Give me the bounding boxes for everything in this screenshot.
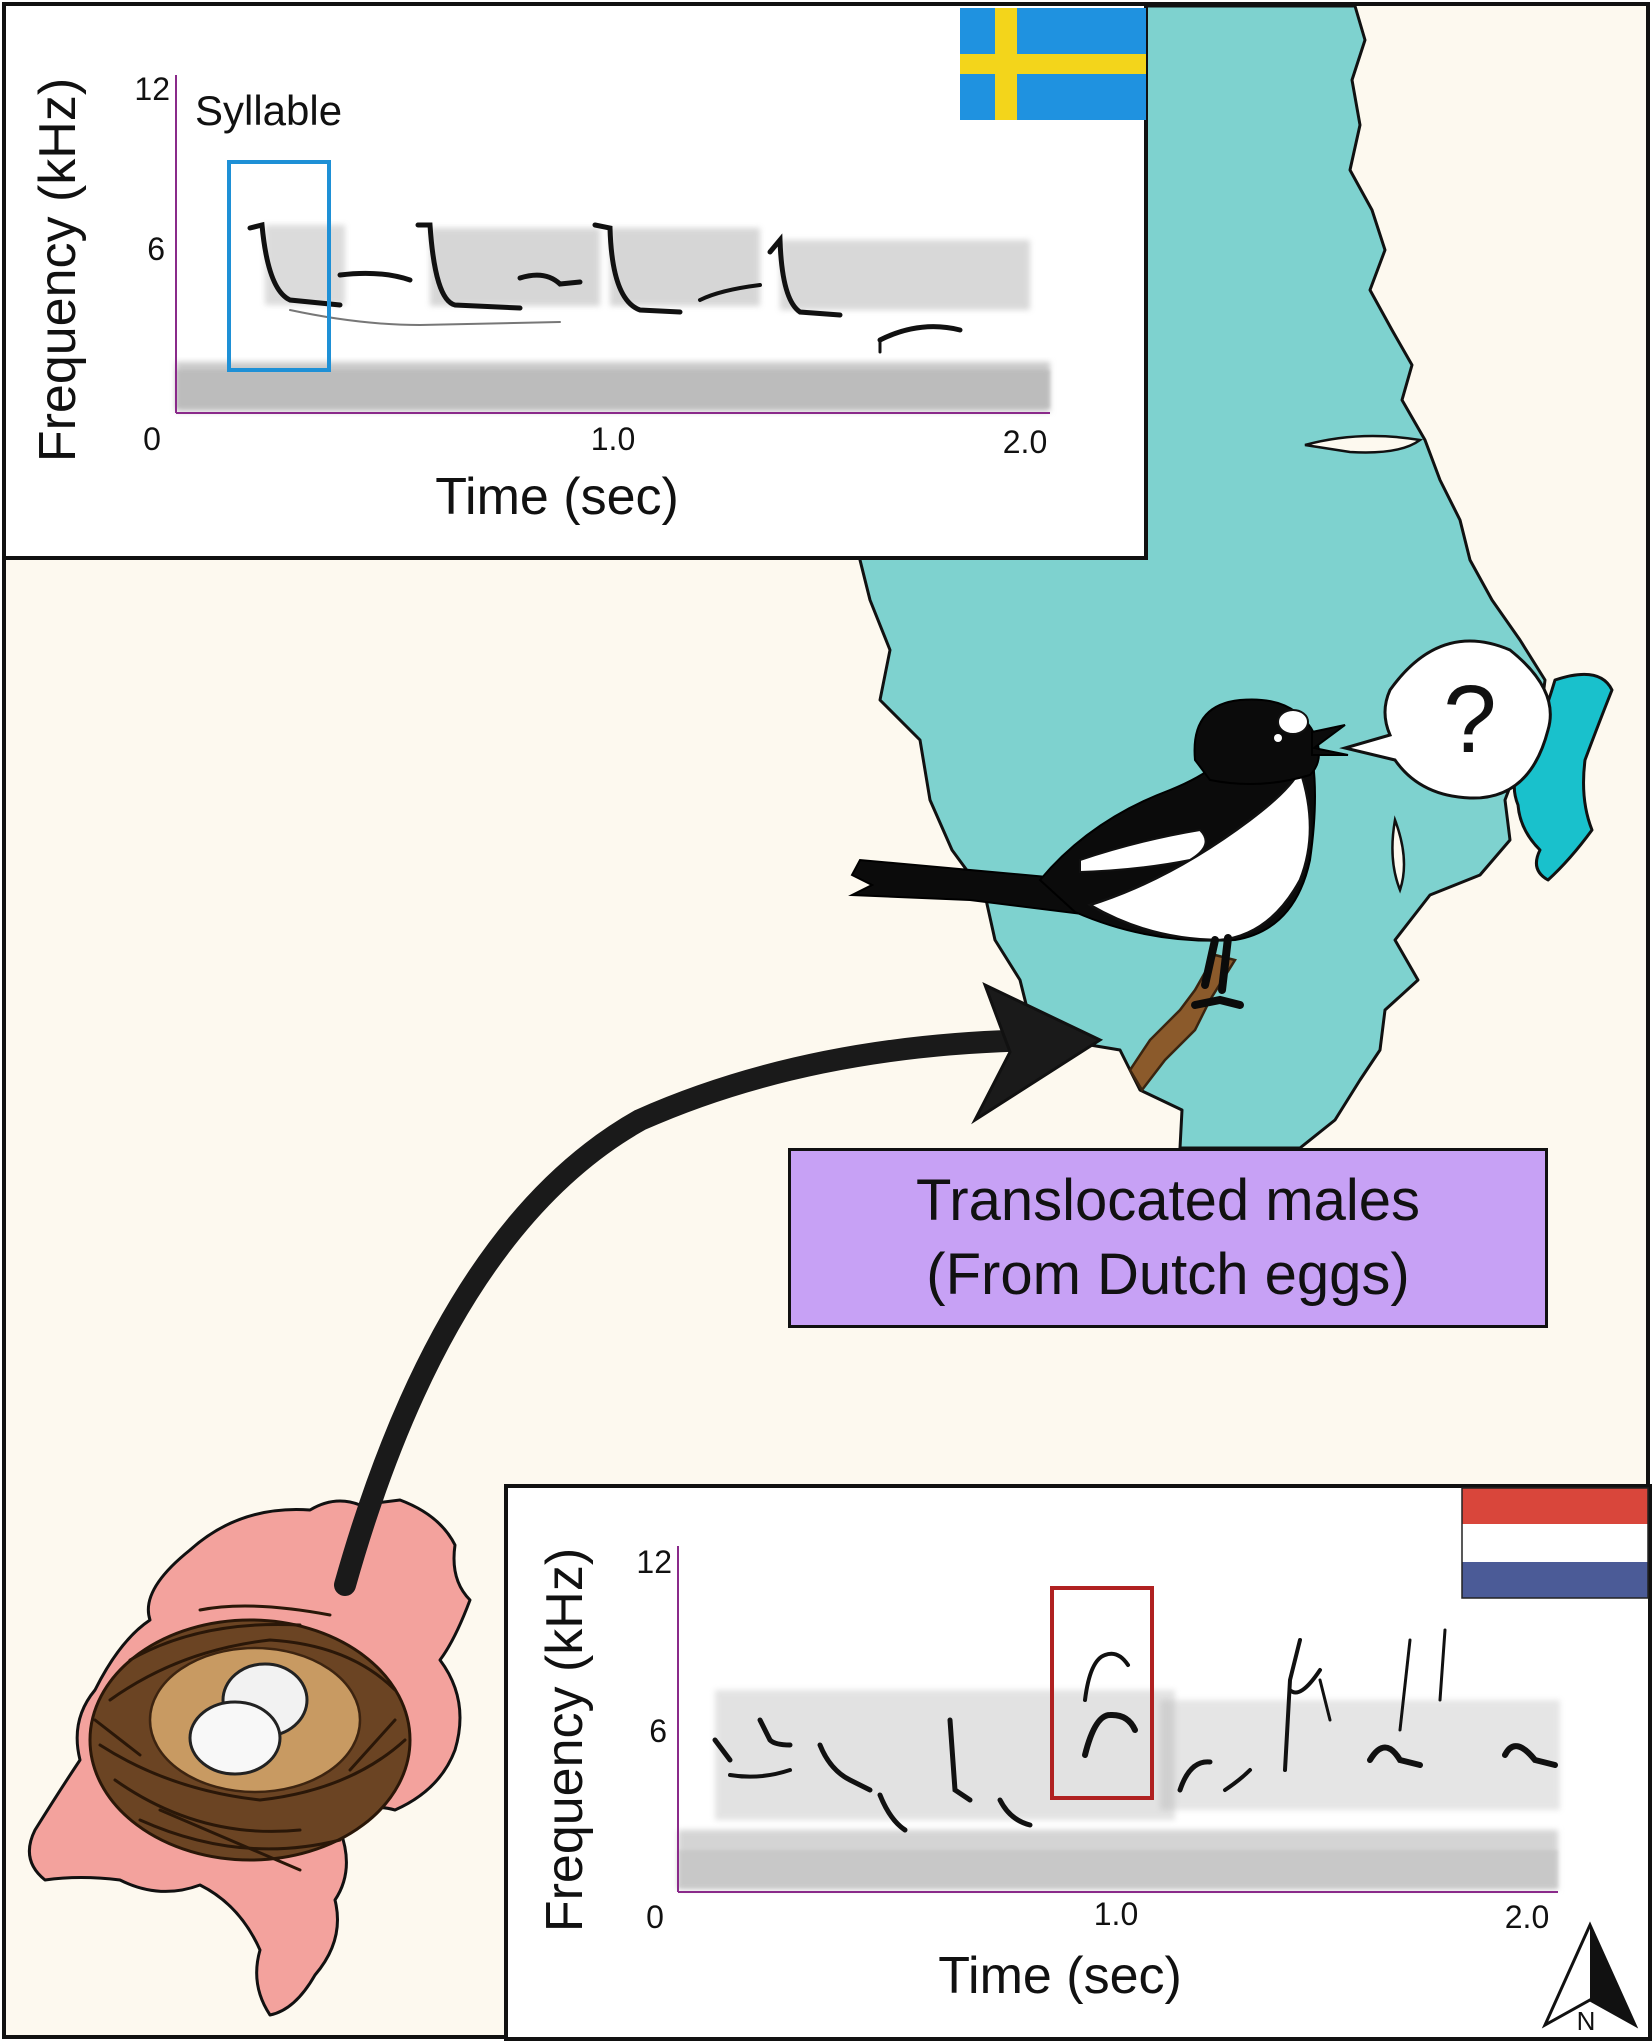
label-line-2: (From Dutch eggs) [926, 1242, 1410, 1307]
bird-eye [1274, 734, 1282, 742]
netherlands-xtick-2: 2.0 [1505, 1899, 1549, 1935]
netherlands-flag [1461, 1487, 1649, 1599]
label-line-1: Translocated males [916, 1167, 1420, 1233]
bird-wing-patch [1079, 828, 1207, 874]
netherlands-ytick-6: 6 [649, 1713, 667, 1749]
netherlands-ytick-12: 12 [636, 1544, 672, 1580]
netherlands-song-traces [712, 1628, 1560, 1833]
sweden-xtick-2: 2.0 [1003, 424, 1047, 460]
sweden-y-axis-label: Frequency (kHz) [29, 78, 87, 462]
bird-beak [1311, 724, 1349, 756]
bird-belly [1086, 766, 1312, 942]
translocation-arrow-shaft [334, 1029, 1071, 1596]
sweden-coast-inlet [1304, 434, 1424, 454]
sweden-flag [960, 8, 1146, 120]
netherlands-spectrogram-panel: 12 6 0 1.0 2.0 Time (sec) Frequency (kHz… [504, 1484, 1652, 2041]
netherlands-flag-outline [1461, 1487, 1649, 1599]
netherlands-flag-blue-stripe [1462, 1562, 1648, 1598]
sweden-noise-band-core [176, 370, 1050, 408]
translocated-males-label: Translocated males (From Dutch eggs) [788, 1148, 1548, 1328]
pied-flycatcher-bird [848, 698, 1349, 1093]
speech-bubble-shape [1339, 639, 1552, 800]
north-arrow: N [1541, 1921, 1639, 2036]
sweden-xtick-1: 1.0 [591, 421, 635, 457]
bird-feet [1191, 934, 1244, 1009]
sweden-flag-cross-horizontal [960, 54, 1146, 74]
nest-twigs [93, 1604, 407, 1872]
speech-bubble: ? [1339, 639, 1552, 800]
netherlands-y-axis-label: Frequency (kHz) [536, 1548, 594, 1932]
branch [1128, 953, 1237, 1093]
sweden-x-axis-label: Time (sec) [435, 468, 679, 526]
netherlands-syllable-highlight [1050, 1586, 1154, 1800]
bird-forehead-spot [1277, 709, 1309, 735]
sweden-coast-islet [1391, 815, 1406, 894]
netherlands-flag-red-stripe [1462, 1488, 1648, 1524]
bird-tail [848, 858, 1092, 917]
sweden-song-traces [247, 221, 1030, 354]
speech-bubble-question: ? [1443, 666, 1496, 773]
netherlands-x-axis-label: Time (sec) [938, 1947, 1182, 2005]
netherlands-ytick-0: 0 [646, 1899, 664, 1935]
sweden-syllable-label: Syllable [195, 87, 342, 134]
sweden-spectrogram-panel: 12 6 0 1.0 2.0 Time (sec) Frequency (kHz… [2, 2, 1148, 560]
translocation-arrow-head [971, 982, 1104, 1125]
sweden-ytick-0: 0 [143, 421, 161, 457]
sweden-syllable-highlight [227, 160, 331, 372]
netherlands-noise-band-core [678, 1850, 1558, 1888]
netherlands-xtick-1: 1.0 [1094, 1896, 1138, 1932]
sweden-ytick-6: 6 [147, 231, 165, 267]
netherlands-flag-white-stripe [1462, 1524, 1648, 1562]
nest-egg-front [188, 1700, 282, 1776]
north-arrow-letter: N [1577, 2006, 1596, 2036]
sweden-ytick-12: 12 [134, 71, 170, 107]
north-arrow-shaded-half [1590, 1925, 1635, 2025]
bird-nest [88, 1604, 412, 1872]
